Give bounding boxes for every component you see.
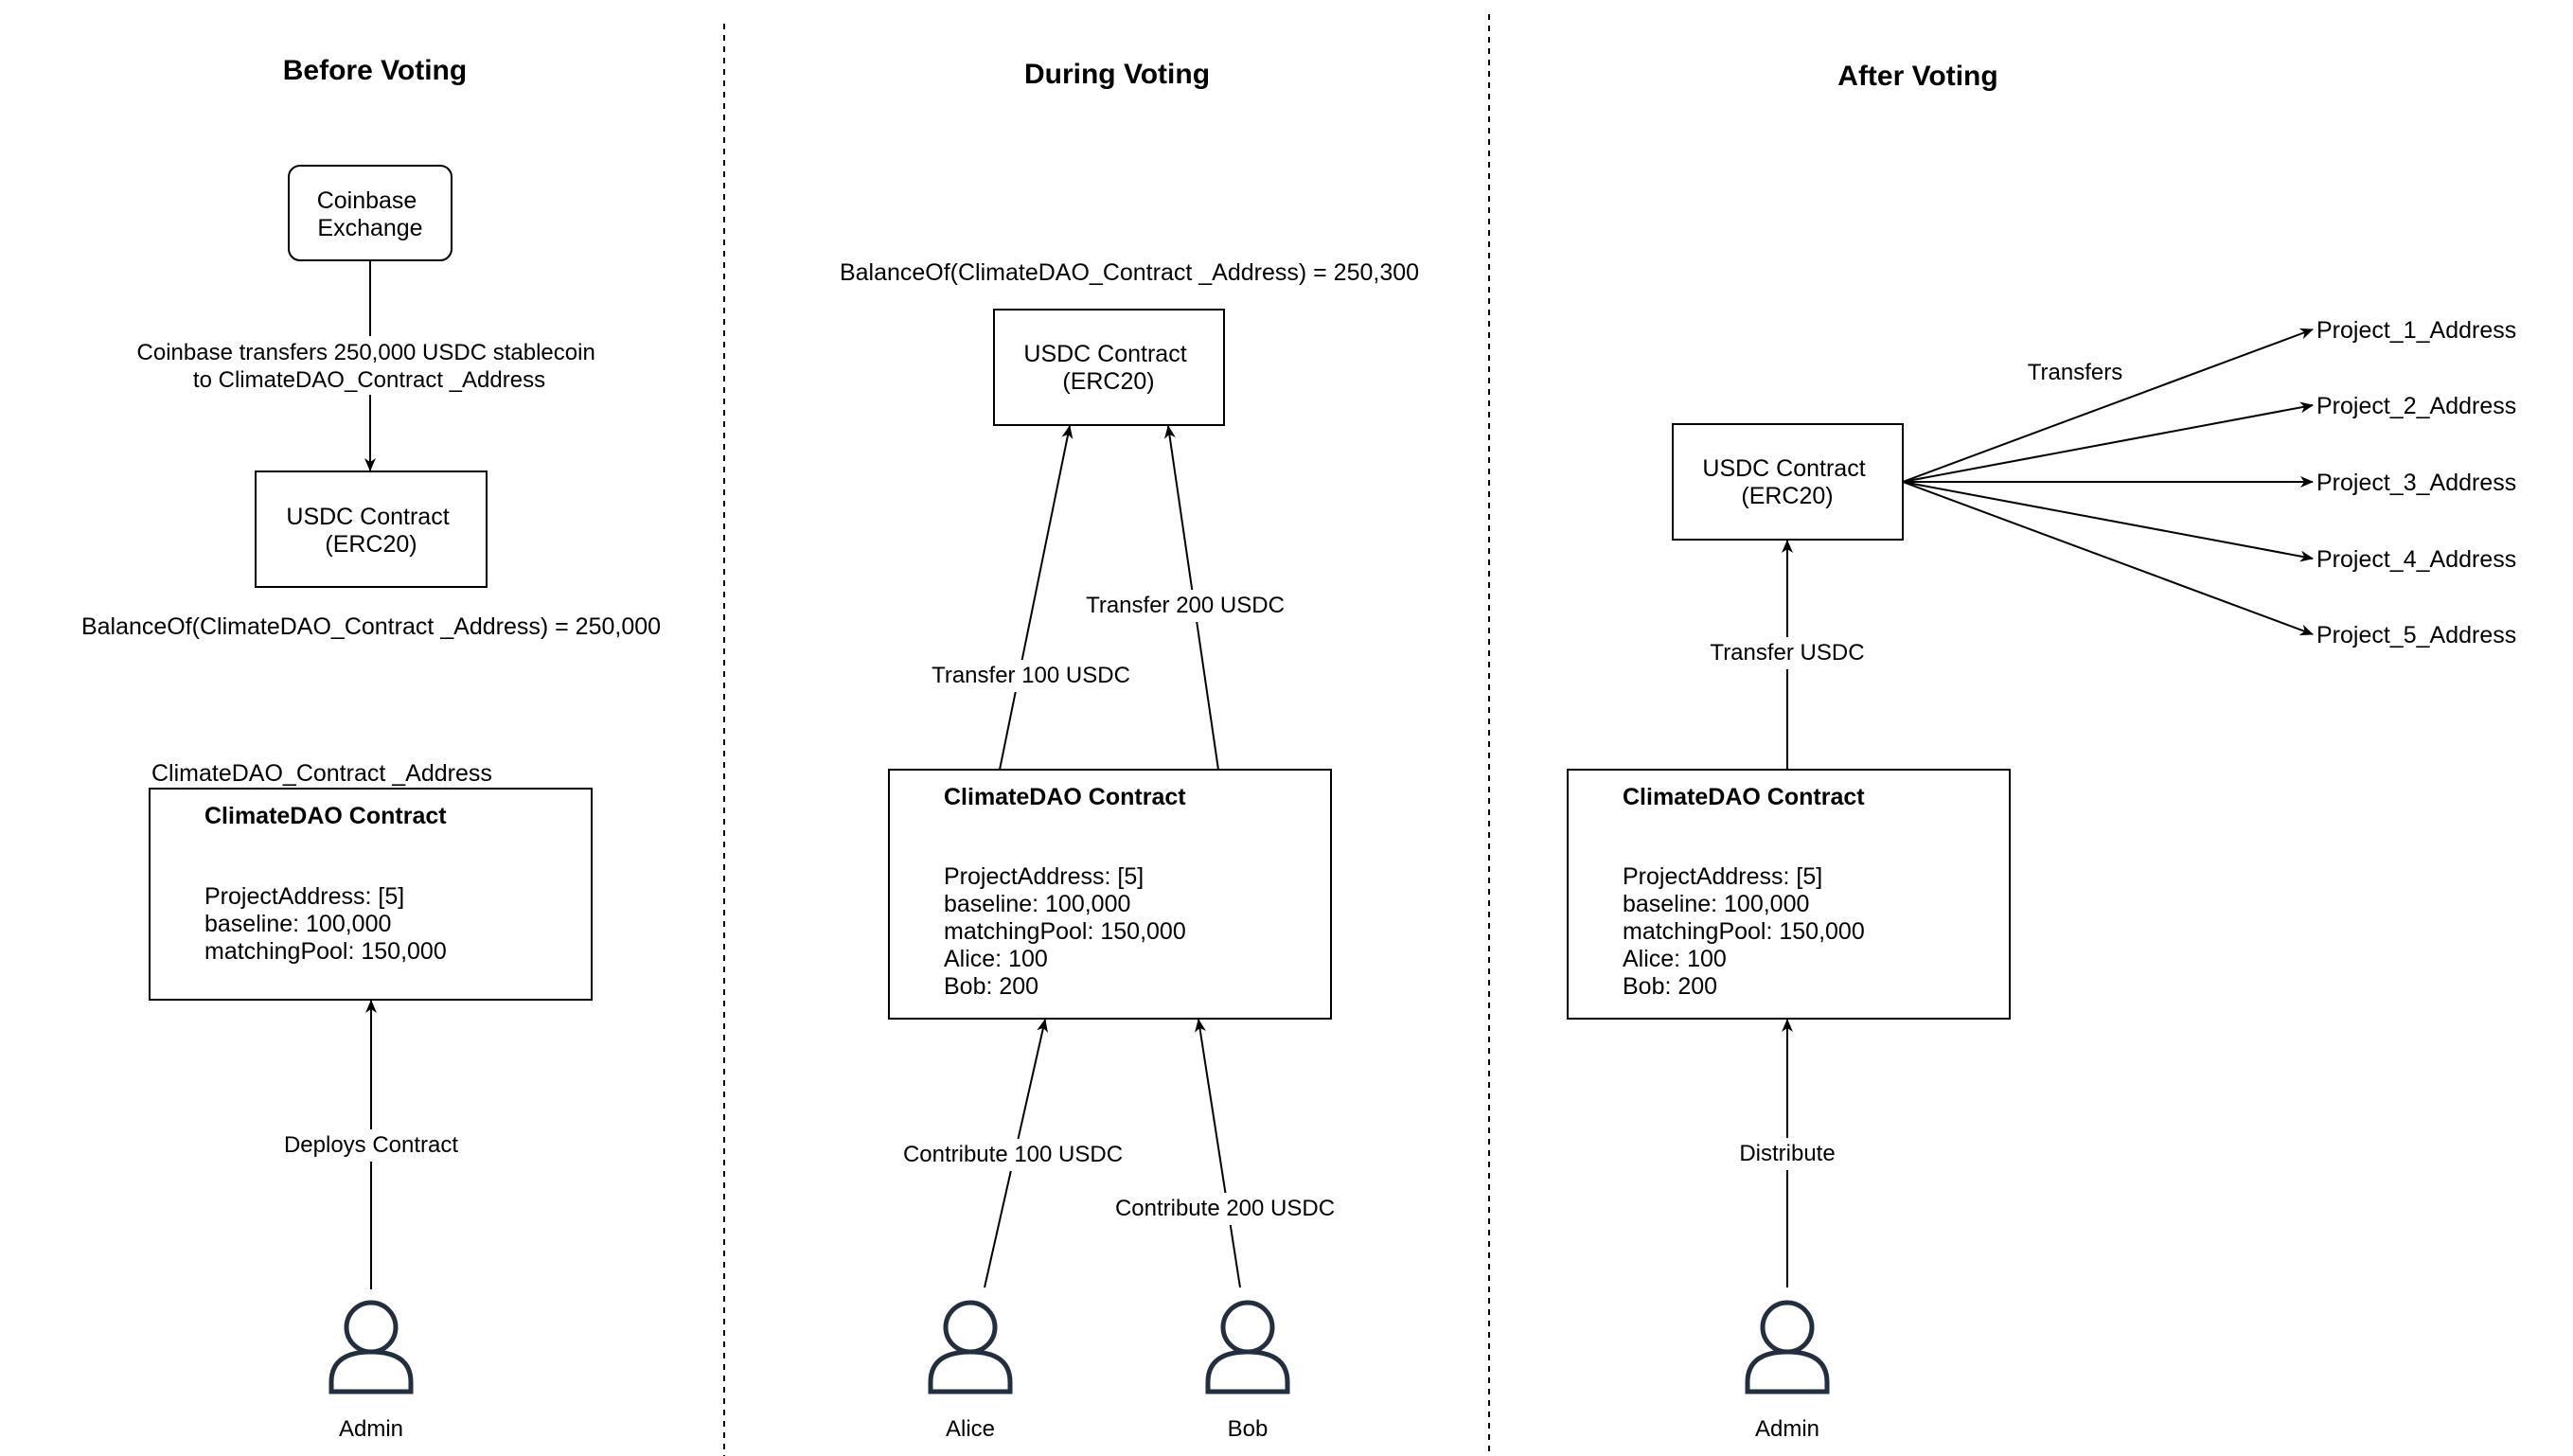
usdc-contract-box-during xyxy=(993,309,1225,426)
coinbase-transfer-label: Coinbase transfers 250,000 USDC stableco… xyxy=(137,340,602,393)
transfer-100-label: Transfer 100 USDC xyxy=(932,663,1130,688)
usdc-contract-label-after: USDC Contract (ERC20) xyxy=(1702,455,1872,509)
transfer-200-label: Transfer 200 USDC xyxy=(1086,593,1285,618)
climatedao-contract-box-during xyxy=(888,769,1332,1020)
usdc-contract-label-during: USDC Contract (ERC20) xyxy=(1023,341,1193,395)
project-4-address: Project_4_Address xyxy=(2316,546,2516,573)
transfer-usdc-label: Transfer USDC xyxy=(1710,640,1864,666)
transfers-label: Transfers xyxy=(2028,360,2122,385)
bob-actor-label: Bob xyxy=(1228,1416,1269,1442)
transfer-200-label-bg xyxy=(1091,590,1280,622)
project-2-address: Project_2_Address xyxy=(2316,393,2516,419)
bob-user-icon xyxy=(1205,1300,1290,1394)
during-voting-title: During Voting xyxy=(1024,59,1210,90)
coinbase-exchange-label: Coinbase Exchange xyxy=(317,187,424,241)
project-3-address: Project_3_Address xyxy=(2316,470,2516,496)
contribute-200-label: Contribute 200 USDC xyxy=(1115,1196,1335,1221)
before-voting-column: Before Voting Coinbase Exchange Coinbase… xyxy=(81,55,661,1442)
usdc-contract-box-after xyxy=(1672,423,1904,541)
admin-user-icon xyxy=(328,1300,414,1394)
project-5-arrow xyxy=(1902,481,2314,636)
climatedao-contract-fields-before: ProjectAddress: [5] baseline: 100,000 ma… xyxy=(204,883,447,965)
contract-address-label: ClimateDAO_Contract _Address xyxy=(151,760,492,787)
balance-text-before: BalanceOf(ClimateDAO_Contract _Address) … xyxy=(81,613,661,640)
climatedao-contract-box-after xyxy=(1567,769,2011,1020)
distribute-label: Distribute xyxy=(1739,1141,1835,1166)
admin-actor-label-before: Admin xyxy=(339,1416,403,1442)
project-1-address: Project_1_Address xyxy=(2316,317,2516,344)
contribute-200-arrow xyxy=(1195,1019,1241,1288)
contribute-100-label-bg xyxy=(907,1139,1120,1171)
distribute-label-bg xyxy=(1734,1138,1840,1170)
project-2-arrow xyxy=(1902,401,2314,483)
alice-user-icon xyxy=(928,1300,1013,1394)
deploy-label-bg xyxy=(284,1129,459,1162)
deploy-label: Deploys Contract xyxy=(284,1132,458,1158)
usdc-contract-label-before: USDC Contract (ERC20) xyxy=(286,504,455,558)
climatedao-contract-title-during: ClimateDAO Contract xyxy=(944,784,1186,810)
climatedao-contract-title-before: ClimateDAO Contract xyxy=(204,803,447,829)
alice-actor-label: Alice xyxy=(946,1416,995,1442)
balance-text-during: BalanceOf(ClimateDAO_Contract _Address) … xyxy=(840,259,1419,286)
contribute-200-label-bg xyxy=(1117,1193,1333,1225)
climatedao-contract-fields-after: ProjectAddress: [5] baseline: 100,000 ma… xyxy=(1623,863,1872,1000)
usdc-contract-box-before xyxy=(255,471,488,588)
after-voting-column: After Voting Transfers USDC Contract (ER… xyxy=(1567,61,2516,1442)
climatedao-contract-box-before xyxy=(149,788,593,1001)
after-voting-title: After Voting xyxy=(1837,61,1997,92)
climatedao-contract-title-after: ClimateDAO Contract xyxy=(1623,784,1865,810)
transfer-usdc-label-bg xyxy=(1709,637,1866,669)
contribute-100-label: Contribute 100 USDC xyxy=(903,1142,1123,1167)
transfer-100-arrow xyxy=(999,425,1074,771)
before-voting-title: Before Voting xyxy=(283,55,467,86)
project-5-address: Project_5_Address xyxy=(2316,622,2516,648)
transfer-100-label-bg xyxy=(937,660,1127,692)
admin-actor-label-after: Admin xyxy=(1755,1416,1819,1442)
project-4-arrow xyxy=(1902,481,2314,562)
admin-user-icon-after xyxy=(1745,1300,1830,1394)
climatedao-contract-fields-during: ProjectAddress: [5] baseline: 100,000 ma… xyxy=(944,863,1193,1000)
project-1-arrow xyxy=(1902,328,2314,483)
during-voting-column: During Voting BalanceOf(ClimateDAO_Contr… xyxy=(840,59,1419,1442)
coinbase-transfer-label-bg xyxy=(151,336,587,395)
